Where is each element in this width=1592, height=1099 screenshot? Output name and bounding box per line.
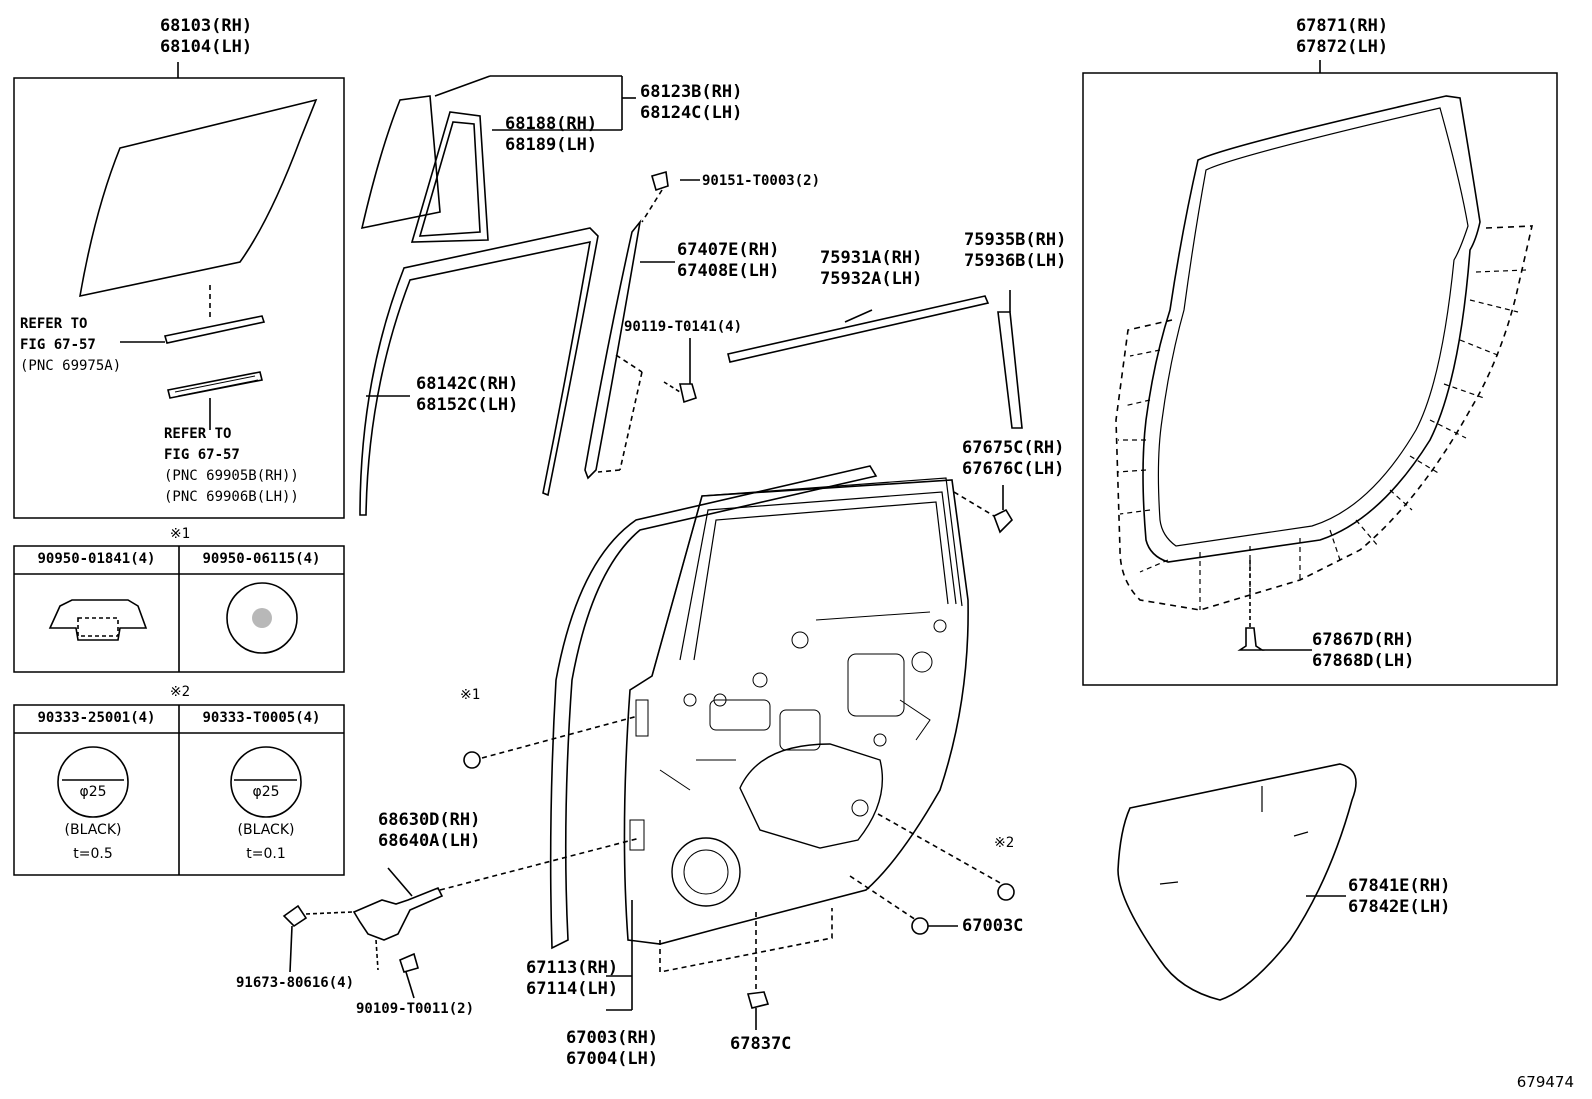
glass-run [359, 227, 599, 516]
table1-col1: 90950-01841(4) [37, 551, 156, 567]
weatherstrip [1142, 95, 1481, 563]
clip-small [992, 508, 1014, 534]
door-inner-panel [623, 479, 969, 945]
mark-2-door: ※2 [994, 835, 1015, 851]
label-clip-bottom: 67837C [730, 1034, 792, 1054]
label-quarter-seal: 68188(RH)68189(LH) [505, 114, 598, 155]
door-outer-panel [549, 465, 878, 950]
table2-thick1: t=0.5 [73, 846, 113, 862]
label-hinge-bolt: 91673-80616(4) [236, 975, 355, 991]
seal-icon-1 [57, 746, 129, 818]
label-check: 68630D(RH)68640A(LH) [378, 810, 481, 851]
label-clip-small: 67675C(RH)67676C(LH) [962, 438, 1065, 479]
vertical-moulding [997, 311, 1023, 429]
label-glass-main: 68103(RH)68104(LH) [159, 16, 253, 57]
quarter-seal [410, 111, 489, 243]
table2-thick2: t=0.1 [246, 846, 286, 862]
label-quarter-glass: 68123B(RH)68124C(LH) [640, 82, 743, 123]
table2-mark: ※2 [169, 684, 191, 700]
mark-1-door: ※1 [460, 687, 481, 703]
label-check-bolt: 90109-T0011(2) [356, 1001, 475, 1017]
plug-icon [226, 582, 298, 654]
table2-dia1: φ25 [79, 784, 107, 800]
figure-code: 679474 [1516, 1073, 1574, 1091]
glass-channel-upper [163, 315, 266, 344]
run-channel [584, 219, 642, 480]
service-hole [739, 743, 884, 849]
label-vertical-moulding: 75935B(RH)75936B(LH) [964, 230, 1067, 271]
table2-color2: (BLACK) [237, 822, 295, 838]
hinge-bolt [282, 904, 308, 928]
glass-box [13, 77, 345, 519]
clip-icon [48, 599, 148, 641]
label-door-panel: 67003(RH)67004(LH) [566, 1028, 659, 1069]
grommet-1 [463, 751, 481, 769]
check-bolt [399, 952, 419, 973]
door-check [352, 886, 444, 941]
label-weatherstrip: 67871(RH)67872(LH) [1295, 16, 1389, 57]
label-ws-clip: 67867D(RH)67868D(LH) [1312, 630, 1415, 671]
label-screw-top: 90151-T0003(2) [702, 173, 821, 189]
label-run-channel: 67407E(RH)67408E(LH) [677, 240, 780, 281]
glass-channel-lower [167, 371, 263, 399]
door-window-frame [651, 477, 963, 677]
label-service-hole-cover: 67841E(RH)67842E(LH) [1348, 876, 1451, 917]
main-glass [79, 98, 318, 298]
screw-top [651, 170, 669, 192]
label-belt-moulding: 75931A(RH)75932A(LH) [820, 248, 923, 289]
bolt [679, 383, 697, 404]
belt-moulding [727, 295, 990, 363]
label-glass-run: 68142C(RH)68152C(LH) [416, 374, 519, 415]
clip-bottom [746, 991, 770, 1009]
label-bolt: 90119-T0141(4) [624, 319, 743, 335]
label-plug: 67003C [962, 916, 1024, 936]
table2-color1: (BLACK) [64, 822, 122, 838]
ws-clip [1237, 627, 1265, 651]
speaker-hole [671, 837, 741, 907]
weatherstrip-box [1082, 72, 1558, 686]
table1-col2: 90950-06115(4) [202, 551, 321, 567]
table2-col1: 90333-25001(4) [37, 710, 156, 726]
table2-col2: 90333-T0005(4) [202, 710, 321, 726]
table2-dia2: φ25 [252, 784, 280, 800]
grommet-2 [997, 883, 1015, 901]
seal-icon-2 [230, 746, 302, 818]
label-inner-panel: 67113(RH)67114(LH) [526, 958, 619, 999]
table1-mark: ※1 [169, 526, 191, 542]
quarter-glass [360, 95, 441, 230]
service-hole-cover [1117, 763, 1357, 1001]
plug-67003C [911, 917, 929, 935]
